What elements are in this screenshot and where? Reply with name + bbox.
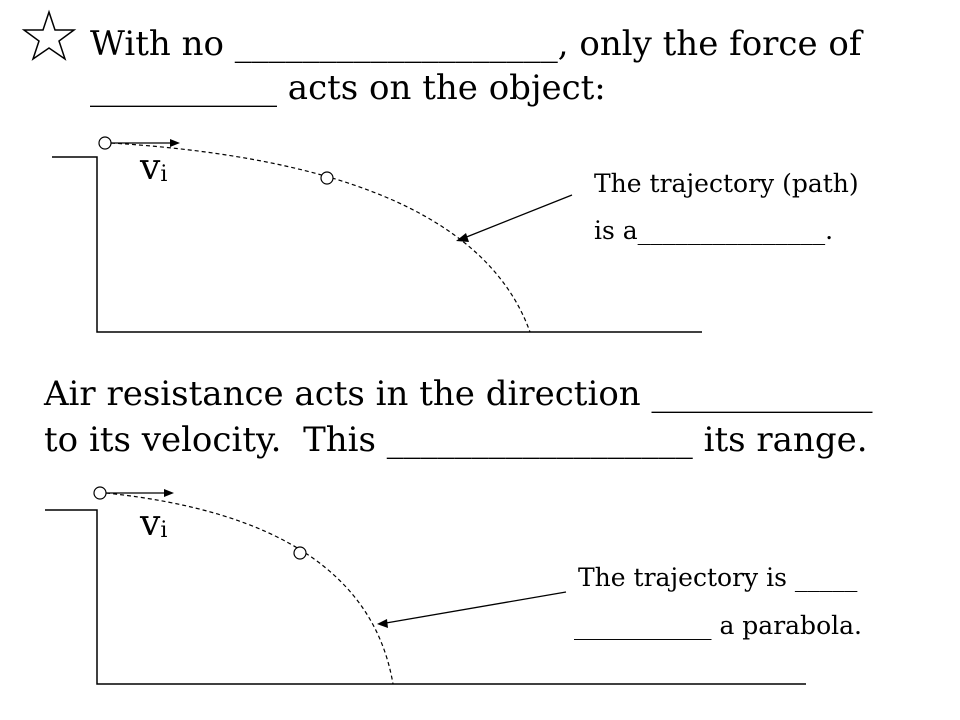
bottom-velocity-label: vi (140, 506, 167, 547)
bottom-velocity-symbol: v (140, 503, 161, 544)
top-velocity-symbol: v (140, 147, 161, 188)
top-heading-line1: With no ___________________, only the fo… (90, 24, 862, 64)
top-note-line2: is a_______________. (594, 216, 834, 245)
top-cliff-ground (52, 156, 702, 333)
bottom-pointer-arrowhead (377, 619, 388, 628)
top-heading-line2: ___________ acts on the object: (90, 68, 606, 108)
top-velocity-arrowhead (170, 139, 180, 147)
top-diagram (52, 136, 702, 333)
bottom-velocity-subscript: i (160, 518, 168, 543)
middle-line2: to its velocity. This __________________… (44, 420, 868, 460)
top-trajectory (110, 142, 531, 333)
bottom-velocity-arrowhead (164, 489, 174, 497)
middle-line1: Air resistance acts in the direction ___… (44, 374, 873, 414)
top-ball-start (98, 136, 112, 150)
top-pointer-arrowhead (456, 233, 469, 242)
bottom-ball-mid (293, 546, 307, 560)
top-ball-mid (320, 171, 334, 185)
top-velocity-label: vi (140, 150, 167, 191)
bottom-diagram (45, 486, 806, 685)
bottom-pointer-arrow (385, 591, 567, 624)
star-outline-icon (21, 9, 77, 61)
bottom-trajectory (105, 492, 394, 685)
top-velocity-subscript: i (160, 162, 168, 187)
bottom-cliff-ground (45, 509, 806, 685)
bottom-note-line2: ___________ a parabola. (574, 611, 862, 640)
bottom-note-line1: The trajectory is _____ (578, 563, 858, 592)
bottom-ball-start (93, 486, 107, 500)
top-pointer-arrow (463, 194, 573, 239)
top-note-line1: The trajectory (path) (594, 169, 859, 198)
